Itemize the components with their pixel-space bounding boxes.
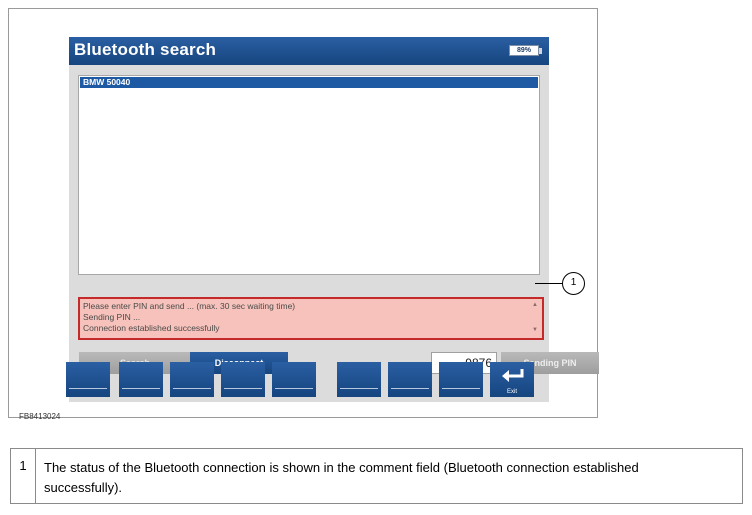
function-key-8[interactable]: [439, 362, 483, 397]
scroll-up-icon[interactable]: ▲: [532, 302, 538, 308]
title-bar: Bluetooth search 89%: [69, 37, 549, 65]
comment-line: Connection established successfully: [83, 323, 220, 333]
function-key-3[interactable]: [170, 362, 214, 397]
legend-text: The status of the Bluetooth connection i…: [44, 460, 639, 495]
exit-button[interactable]: Exit: [490, 362, 534, 397]
list-item[interactable]: BMW 50040: [80, 77, 538, 88]
device-list[interactable]: BMW 50040: [78, 75, 540, 275]
function-key-1[interactable]: [66, 362, 110, 397]
figure-frame: Bluetooth search 89% BMW 50040 Please en…: [8, 8, 599, 421]
legend-table: 1 The status of the Bluetooth connection…: [10, 448, 743, 504]
comment-line: Please enter PIN and send ... (max. 30 s…: [83, 301, 296, 311]
exit-label: Exit: [506, 389, 517, 395]
scroll-down-icon[interactable]: ▼: [532, 327, 538, 333]
function-key-5[interactable]: [272, 362, 316, 397]
legend-number: 1: [11, 449, 36, 503]
callout-line: [535, 283, 563, 284]
function-key-7[interactable]: [388, 362, 432, 397]
comment-field: Please enter PIN and send ... (max. 30 s…: [78, 297, 544, 340]
battery-icon: 89%: [509, 45, 542, 56]
figure-reference: FB8413024: [19, 412, 61, 421]
diagnosis-screen: Bluetooth search 89% BMW 50040 Please en…: [69, 37, 599, 402]
callout-marker: 1: [562, 272, 585, 295]
function-key-4[interactable]: [221, 362, 265, 397]
comment-line: Sending PIN ...: [83, 312, 141, 322]
return-arrow-icon: [502, 369, 524, 382]
function-key-6[interactable]: [337, 362, 381, 397]
window-title: Bluetooth search: [74, 40, 217, 59]
function-key-2[interactable]: [119, 362, 163, 397]
